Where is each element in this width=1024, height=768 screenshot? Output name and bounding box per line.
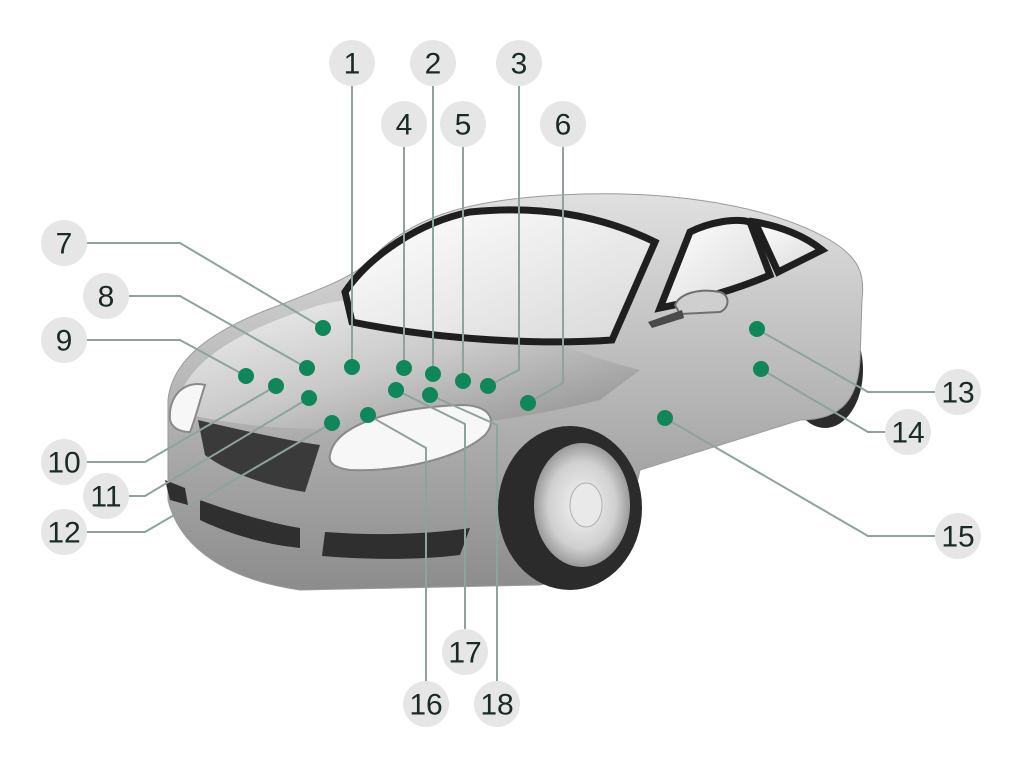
- marker-10: [268, 378, 284, 394]
- badge-12-label: 12: [47, 517, 80, 550]
- marker-6: [520, 395, 536, 411]
- side-mirror: [673, 289, 729, 316]
- badge-9-label: 9: [56, 325, 73, 358]
- badge-1-label: 1: [344, 48, 361, 81]
- badge-4: 4: [381, 101, 427, 147]
- leader-9: [84, 339, 247, 377]
- badge-3: 3: [496, 40, 542, 86]
- leader-14: [760, 368, 888, 433]
- badge-8-label: 8: [98, 281, 115, 314]
- marker-14: [753, 361, 769, 377]
- badge-10-label: 10: [47, 447, 80, 480]
- badge-11-label: 11: [90, 481, 121, 514]
- badge-6-label: 6: [555, 109, 572, 142]
- leader-15: [664, 417, 938, 537]
- badge-7: 7: [41, 220, 87, 266]
- badge-17-label: 17: [448, 637, 481, 670]
- badge-2-label: 2: [425, 48, 442, 81]
- marker-7: [315, 320, 331, 336]
- badge-9: 9: [41, 317, 87, 363]
- leader-6: [527, 144, 564, 404]
- badge-12: 12: [41, 509, 87, 555]
- marker-16: [360, 407, 376, 423]
- windshield: [341, 206, 660, 346]
- badge-16-label: 16: [409, 689, 442, 722]
- lower-intake-right: [322, 528, 470, 559]
- markers: [238, 320, 769, 431]
- badge-13: 13: [935, 369, 981, 415]
- leader-12: [84, 422, 333, 533]
- lower-intake-left: [165, 480, 188, 505]
- badge-3-label: 3: [511, 48, 528, 81]
- left-headlight: [168, 383, 207, 434]
- badge-18: 18: [474, 681, 520, 727]
- badge-8: 8: [83, 273, 129, 319]
- leader-7: [84, 242, 324, 329]
- marker-11: [301, 390, 317, 406]
- leader-16: [367, 414, 427, 684]
- marker-2: [425, 366, 441, 382]
- badge-16: 16: [403, 681, 449, 727]
- lower-intake-center: [200, 500, 300, 548]
- badge-15: 15: [935, 513, 981, 559]
- badge-15-label: 15: [941, 521, 974, 554]
- leader-18: [429, 394, 498, 684]
- badge-13-label: 13: [941, 377, 974, 410]
- badge-5-label: 5: [455, 109, 472, 142]
- marker-5: [455, 373, 471, 389]
- marker-8: [299, 360, 315, 376]
- badge-14-label: 14: [891, 417, 924, 450]
- badge-17: 17: [442, 629, 488, 675]
- number-badges: 1 2 3 4 5 6 7 8 9 10 11 12 13 14 15 16 1…: [41, 40, 981, 727]
- badge-6: 6: [540, 101, 586, 147]
- badge-4-label: 4: [396, 109, 413, 142]
- marker-18: [422, 387, 438, 403]
- leader-8: [126, 295, 308, 369]
- marker-17: [388, 382, 404, 398]
- badge-7-label: 7: [56, 228, 73, 261]
- leader-17: [395, 389, 466, 632]
- badge-1: 1: [329, 40, 375, 86]
- leader-13: [756, 328, 938, 393]
- marker-9: [238, 368, 254, 384]
- badge-18-label: 18: [480, 689, 513, 722]
- marker-1: [344, 359, 360, 375]
- marker-12: [324, 415, 340, 431]
- rear-side-window: [749, 217, 829, 277]
- marker-15: [657, 410, 673, 426]
- car-illustration: [165, 193, 864, 591]
- badge-5: 5: [440, 101, 486, 147]
- front-hub: [569, 482, 603, 528]
- marker-4: [396, 360, 412, 376]
- badge-14: 14: [885, 409, 931, 455]
- leader-lines: [84, 83, 938, 684]
- mirror-arm: [648, 310, 684, 328]
- leader-10: [84, 385, 277, 463]
- badge-11: 11: [83, 473, 129, 519]
- badge-2: 2: [410, 40, 456, 86]
- front-grille: [198, 420, 320, 492]
- marker-3: [480, 378, 496, 394]
- marker-13: [749, 321, 765, 337]
- leader-3: [487, 83, 520, 387]
- leader-11: [126, 397, 310, 497]
- badge-10: 10: [41, 439, 87, 485]
